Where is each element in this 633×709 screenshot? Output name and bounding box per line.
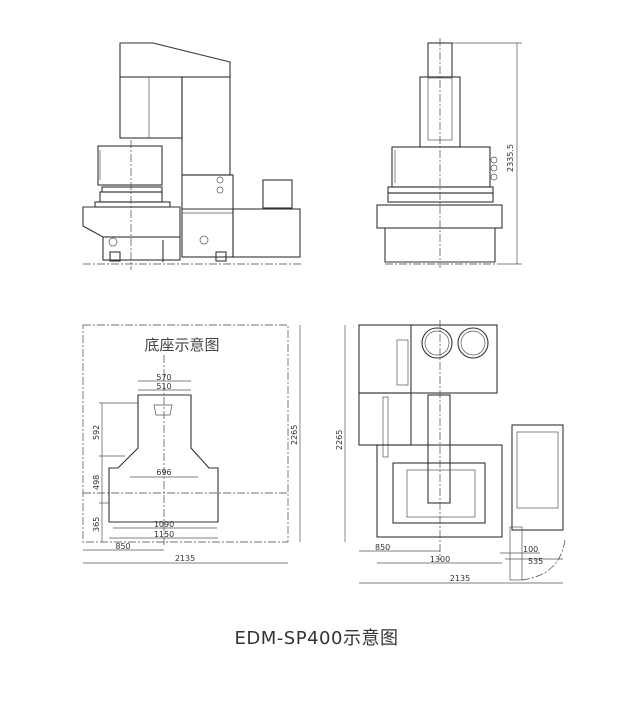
- dim-850-machine: 850: [375, 543, 390, 552]
- dim-498: 498: [92, 475, 101, 490]
- dim-2265-machine: 2265: [335, 430, 344, 450]
- dim-850: 850: [115, 542, 130, 551]
- dielectric-tank: [232, 208, 301, 258]
- dim-535: 535: [528, 557, 543, 566]
- dim-2135-machine: 2135: [450, 574, 470, 583]
- controller-cabinet: [511, 424, 564, 531]
- base-outline: [108, 394, 219, 523]
- dim-2265: 2265: [290, 425, 299, 445]
- dim-510: 510: [156, 382, 171, 391]
- side-view: [82, 42, 303, 270]
- dim-365: 365: [92, 517, 101, 532]
- filter-cylinder: [262, 179, 293, 209]
- base-plan-view: 底座示意图 570 510 592 498 365 696 1090 1150 …: [82, 324, 301, 564]
- dim-592: 592: [92, 425, 101, 440]
- machine-plan-view: 2265 850 1300 2135 100 535: [335, 320, 566, 584]
- front-height-label: 2335.5: [506, 144, 515, 172]
- dim-1300: 1300: [430, 555, 450, 564]
- dim-2135: 2135: [175, 554, 195, 563]
- dim-100: 100: [523, 545, 538, 554]
- front-view: 2335.5: [376, 38, 522, 268]
- base-plan-title: 底座示意图: [144, 336, 219, 354]
- dim-696: 696: [156, 468, 171, 477]
- dim-570: 570: [156, 373, 171, 382]
- dim-1150: 1150: [154, 530, 174, 539]
- dim-1090: 1090: [154, 520, 174, 529]
- work-tank: [391, 146, 491, 188]
- work-tank: [97, 145, 163, 186]
- drawing-caption: EDM-SP400示意图: [234, 628, 399, 649]
